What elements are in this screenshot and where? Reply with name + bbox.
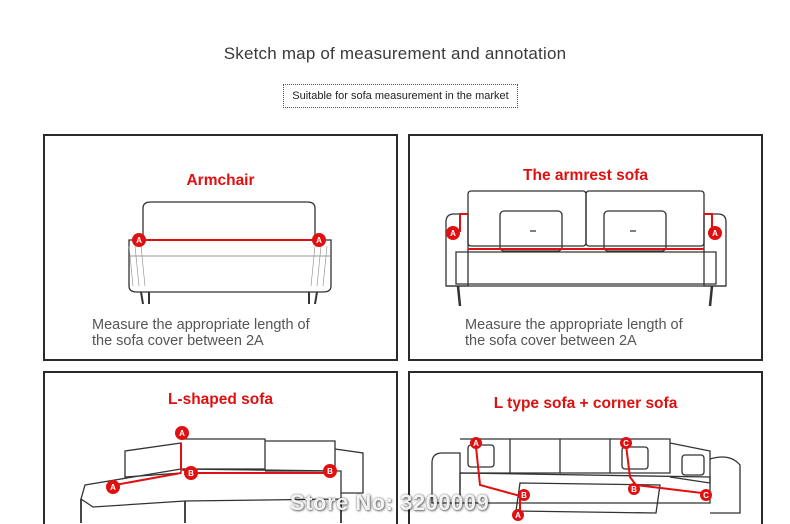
marker-a-left: A xyxy=(446,226,460,240)
panel-title-l-shaped-sofa: L-shaped sofa xyxy=(167,391,274,408)
marker-label: B xyxy=(327,467,333,476)
store-watermark: Store No: 3200009 xyxy=(290,490,490,515)
marker-b-left: B xyxy=(518,489,530,501)
marker-b-right: B xyxy=(628,483,640,495)
panel-corner-sofa: L type sofa + corner sofa A A xyxy=(408,371,763,524)
marker-a-left: A xyxy=(132,233,146,247)
marker-label: B xyxy=(631,485,637,494)
marker-b-right: B xyxy=(323,464,337,478)
caption-armchair: Measure the appropriate length of the so… xyxy=(92,317,310,349)
panel-title-armchair: Armchair xyxy=(186,172,255,189)
panel-l-shaped-sofa: L-shaped sofa A A B B xyxy=(43,371,398,524)
armrest-sofa-sketch: A A xyxy=(445,190,727,307)
marker-b-left: B xyxy=(184,466,198,480)
corner-sofa-sketch: A A B B C C xyxy=(431,437,741,521)
marker-label: C xyxy=(623,439,629,448)
caption-line: Measure the appropriate length of xyxy=(465,317,683,333)
caption-line: the sofa cover between 2A xyxy=(465,333,637,349)
panel-armchair: Armchair A A Measure the appropriate len… xyxy=(43,134,398,361)
panel-armrest-sofa: The armrest sofa A A Measure the appropr… xyxy=(408,134,763,361)
marker-label: A xyxy=(450,229,456,238)
page-title: Sketch map of measurement and annotation xyxy=(223,44,567,63)
marker-label: C xyxy=(703,491,709,500)
subtitle-box: Suitable for sofa measurement in the mar… xyxy=(283,84,518,108)
marker-label: A xyxy=(515,511,521,520)
marker-a-left: A xyxy=(106,480,120,494)
caption-line: the sofa cover between 2A xyxy=(92,333,264,349)
caption-armrest-sofa: Measure the appropriate length of the so… xyxy=(465,317,683,349)
marker-a-top: A xyxy=(470,437,482,449)
marker-a-bottom: A xyxy=(512,509,524,521)
armchair-sketch: A A xyxy=(128,201,332,305)
marker-label: B xyxy=(188,469,194,478)
marker-c-right: C xyxy=(700,489,712,501)
subtitle-text: Suitable for sofa measurement in the mar… xyxy=(292,90,509,102)
caption-line: Measure the appropriate length of xyxy=(92,317,310,333)
marker-label: A xyxy=(110,483,116,492)
l-shaped-sofa-sketch: A A B B xyxy=(80,426,364,523)
marker-label: B xyxy=(521,491,527,500)
marker-label: A xyxy=(712,229,718,238)
panel-title-armrest-sofa: The armrest sofa xyxy=(523,167,648,184)
marker-a-right: A xyxy=(312,233,326,247)
marker-a-right: A xyxy=(708,226,722,240)
marker-label: A xyxy=(316,236,322,245)
marker-c-top: C xyxy=(620,437,632,449)
marker-label: A xyxy=(473,439,479,448)
marker-label: A xyxy=(179,429,185,438)
marker-label: A xyxy=(136,236,142,245)
marker-a-top: A xyxy=(175,426,189,440)
panel-title-corner-sofa: L type sofa + corner sofa xyxy=(493,395,678,412)
